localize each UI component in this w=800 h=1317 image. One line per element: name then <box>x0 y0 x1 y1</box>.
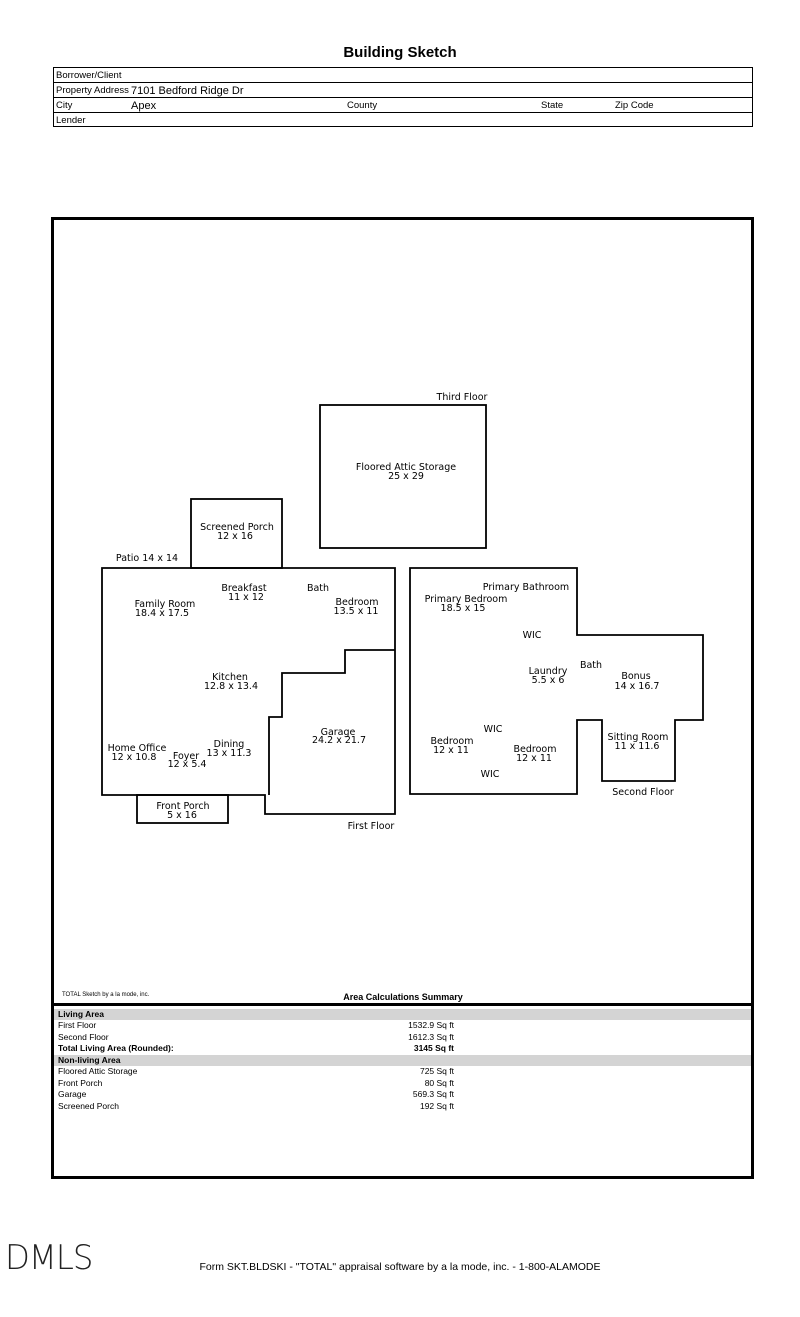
first-floor-area-label: First Floor <box>58 1020 97 1030</box>
first-floor-area-value: 1532.9 Sq ft <box>408 1020 454 1030</box>
first-floor-label: First Floor <box>348 821 395 832</box>
nonliving-area-header: Non-living Area <box>54 1055 751 1067</box>
attic-outline <box>319 404 487 549</box>
front-porch-name: Front Porch <box>156 801 209 812</box>
screened-porch-name: Screened Porch <box>200 522 274 533</box>
state-label: State <box>541 100 564 111</box>
home-office-name: Home Office <box>108 743 167 754</box>
bedroom-2-dims: 12 x 11 <box>433 745 469 756</box>
total-living-label: Total Living Area (Rounded): <box>58 1043 174 1053</box>
laundry-name: Laundry <box>529 666 568 677</box>
total-living-value: 3145 Sq ft <box>413 1043 454 1053</box>
lender-label: Lender <box>56 115 86 126</box>
city-value: Apex <box>131 100 157 112</box>
attic-area-label: Floored Attic Storage <box>58 1066 138 1076</box>
summary-row-front-porch: Front Porch 80 Sq ft <box>54 1078 751 1089</box>
lender-row: Lender <box>54 113 752 128</box>
kitchen-name: Kitchen <box>212 672 248 683</box>
bedroom-1-dims: 13.5 x 11 <box>334 606 379 617</box>
primary-bath-name: Primary Bathroom <box>483 582 569 593</box>
sketch-software-note: TOTAL Sketch by a la mode, inc. <box>62 992 150 998</box>
sitting-room-name: Sitting Room <box>608 732 669 743</box>
garage-area-label: Garage <box>58 1089 87 1099</box>
screened-porch-dims: 12 x 16 <box>217 531 253 542</box>
bedroom-3-name: Bedroom <box>514 744 557 755</box>
summary-row-garage: Garage 569.3 Sq ft <box>54 1089 751 1100</box>
foyer-name: Foyer <box>173 751 199 762</box>
summary-row-total-living: Total Living Area (Rounded): 3145 Sq ft <box>54 1043 751 1054</box>
garage-wall <box>268 649 395 795</box>
bedroom-3-dims: 12 x 11 <box>516 753 552 764</box>
sketch-frame <box>51 217 754 1179</box>
form-footer: Form SKT.BLDSKI - "TOTAL" appraisal soft… <box>199 1261 601 1273</box>
address-label: Property Address <box>56 85 129 96</box>
family-room-dims: 18.4 x 17.5 <box>135 608 189 619</box>
borrower-row: Borrower/Client <box>54 68 752 83</box>
dining-dims: 13 x 11.3 <box>207 748 252 759</box>
bath-2-name: Bath <box>580 660 602 671</box>
attic-dims: 25 x 29 <box>388 471 424 482</box>
breakfast-name: Breakfast <box>221 583 266 594</box>
borrower-label: Borrower/Client <box>56 70 122 81</box>
garage-area-value: 569.3 Sq ft <box>412 1089 454 1099</box>
garage-dims: 24.2 x 21.7 <box>312 735 366 746</box>
third-floor-label: Third Floor <box>436 392 488 403</box>
wic-3-name: WIC <box>481 769 500 780</box>
zip-label: Zip Code <box>615 100 654 111</box>
attic-area-value: 725 Sq ft <box>419 1066 454 1076</box>
bedroom-1-name: Bedroom <box>336 597 379 608</box>
front-porch-outline <box>136 794 229 824</box>
summary-row-first-floor: First Floor 1532.9 Sq ft <box>54 1020 751 1031</box>
attic-name: Floored Attic Storage <box>356 462 456 473</box>
kitchen-dims: 12.8 x 13.4 <box>204 681 258 692</box>
address-value: 7101 Bedford Ridge Dr <box>131 85 244 97</box>
garage-name: Garage <box>321 727 356 738</box>
primary-bed-dims: 18.5 x 15 <box>441 603 486 614</box>
front-porch-area-value: 80 Sq ft <box>424 1078 454 1088</box>
bonus-name: Bonus <box>621 671 650 682</box>
second-floor-area-label: Second Floor <box>58 1032 109 1042</box>
dining-name: Dining <box>214 739 245 750</box>
summary-row-attic: Floored Attic Storage 725 Sq ft <box>54 1066 751 1077</box>
bonus-dims: 14 x 16.7 <box>615 681 660 692</box>
screened-porch-area-label: Screened Porch <box>58 1101 119 1111</box>
nonliving-area-header-label: Non-living Area <box>58 1055 121 1065</box>
family-room-name: Family Room <box>135 599 196 610</box>
wic-2-name: WIC <box>484 724 503 735</box>
summary-row-screened-porch: Screened Porch 192 Sq ft <box>54 1101 751 1112</box>
bath-1-name: Bath <box>307 583 329 594</box>
subject-header-table: Borrower/Client Property Address 7101 Be… <box>53 67 753 127</box>
foyer-dims: 12 x 5.4 <box>168 759 207 770</box>
summary-divider <box>54 1003 752 1006</box>
sitting-room-dims: 11 x 11.6 <box>615 741 660 752</box>
second-floor-label: Second Floor <box>612 787 674 798</box>
patio-label: Patio 14 x 14 <box>116 553 178 564</box>
front-porch-area-label: Front Porch <box>58 1078 103 1088</box>
city-label: City <box>56 100 73 111</box>
summary-row-second-floor: Second Floor 1612.3 Sq ft <box>54 1032 751 1043</box>
summary-title: Area Calculations Summary <box>343 992 463 1002</box>
county-label: County <box>347 100 378 111</box>
first-floor-outline <box>101 567 396 815</box>
primary-bed-name: Primary Bedroom <box>425 594 508 605</box>
living-area-header: Living Area <box>54 1009 751 1021</box>
dmls-logo: DMLS <box>5 1238 93 1278</box>
living-area-header-label: Living Area <box>58 1009 104 1019</box>
breakfast-dims: 11 x 12 <box>228 592 264 603</box>
second-floor-outline <box>409 567 704 795</box>
wic-1-name: WIC <box>523 630 542 641</box>
laundry-dims: 5.5 x 6 <box>532 675 565 686</box>
screened-porch-area-value: 192 Sq ft <box>419 1101 454 1111</box>
home-office-dims: 12 x 10.8 <box>112 752 157 763</box>
address-row: Property Address 7101 Bedford Ridge Dr <box>54 83 752 98</box>
page-title: Building Sketch <box>343 44 457 61</box>
bedroom-2-name: Bedroom <box>431 736 474 747</box>
front-porch-dims: 5 x 16 <box>167 810 197 821</box>
city-row: City Apex County State Zip Code <box>54 98 752 113</box>
second-floor-area-value: 1612.3 Sq ft <box>408 1032 454 1042</box>
